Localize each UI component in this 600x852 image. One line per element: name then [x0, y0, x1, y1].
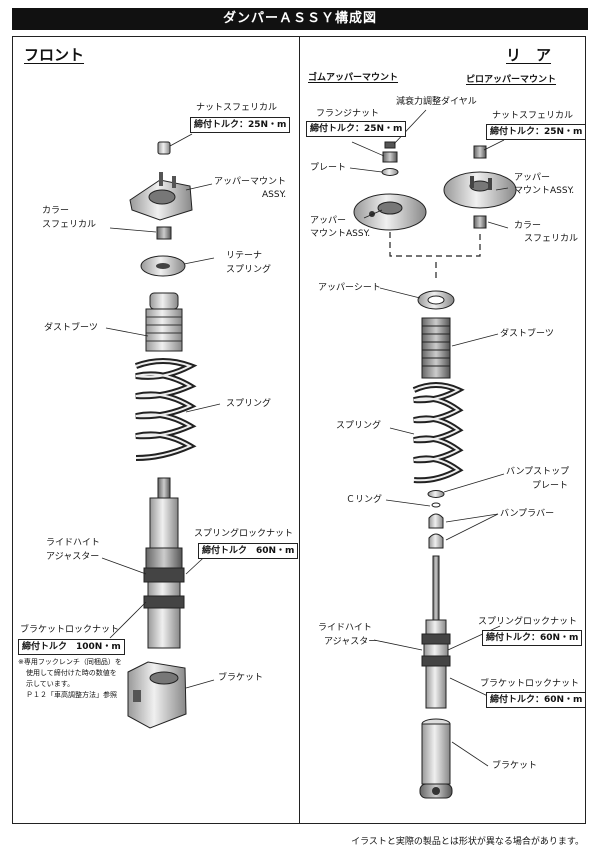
front-bracket [127, 661, 187, 729]
rear-collar [473, 215, 487, 229]
rear-bump-rubber [428, 513, 444, 549]
front-label-bracket: ブラケット [218, 673, 264, 683]
front-label-spring: スプリング [226, 399, 272, 409]
front-label-collar-2: スフェリカル [42, 220, 97, 230]
rear-rubber-mount-title: ゴムアッパーマウント [308, 73, 399, 83]
front-torque-25: 締付トルク：25N・m [190, 117, 291, 133]
rear-label-spring-lock-nut: スプリングロックナット [478, 617, 578, 627]
front-spring-highlight [135, 360, 193, 459]
front-retainer [140, 255, 186, 277]
front-note-line-4: Ｐ１２「車高調整方法」参照 [26, 691, 117, 699]
rear-c-ring [431, 502, 441, 508]
rear-label-flange-nut: フランジナット [316, 109, 380, 119]
rear-torque-25a: 締付トルク：25N・m [306, 121, 407, 137]
rear-torque-60b: 締付トルク：60N・m [486, 692, 587, 708]
front-upper-mount [129, 172, 193, 221]
rear-label-ride-height-1: ライドハイト [318, 623, 372, 633]
rear-mount-bracket-dashes [389, 232, 481, 278]
front-note-line-2: 使用して締付けた時の数値を [26, 669, 117, 677]
rear-label-plate: プレート [310, 163, 347, 173]
rear-heading: リ ア [506, 46, 552, 64]
diagram-frame [12, 36, 586, 824]
rear-torque-25b: 締付トルク：25N・m [486, 124, 587, 140]
rear-label-collar-1: カラー [514, 221, 542, 231]
rear-label-upper-mount-r-2: マウントASSY. [514, 186, 575, 196]
rear-bump-stop-plate [427, 490, 445, 498]
rear-dust-boot [421, 317, 451, 379]
rear-label-bump-rubber: バンプラバー [500, 509, 555, 519]
front-damper-body [143, 477, 185, 649]
page-title: ダンパーＡＳＳＹ構成図 [12, 8, 588, 30]
rear-torque-60a: 締付トルク：60N・m [482, 630, 583, 646]
rear-pillow-upper-mount [443, 171, 517, 209]
rear-label-bracket: ブラケット [492, 761, 538, 771]
rear-label-spring: スプリング [336, 421, 382, 431]
rear-upper-seat [417, 290, 455, 310]
rear-bracket [419, 718, 453, 799]
rear-label-nut-spherical: ナットスフェリカル [492, 111, 574, 121]
rear-label-c-ring: Ｃリング [346, 495, 383, 505]
front-heading: フロント [24, 46, 85, 64]
rear-label-collar-2: スフェリカル [524, 234, 579, 244]
rear-label-upper-seat: アッパーシート [318, 283, 381, 293]
column-divider [299, 37, 300, 823]
footnote: イラストと実際の製品とは形状が異なる場合があります。 [351, 837, 584, 847]
front-label-upper-mount-assy: ASSY. [262, 190, 287, 200]
front-torque-100: 締付トルク 100N・m [18, 639, 125, 655]
front-label-collar-1: カラー [42, 206, 70, 216]
front-note-line-3: 示しています。 [26, 680, 75, 688]
rear-label-upper-mount-l-1: アッパー [310, 216, 347, 226]
rear-rubber-upper-mount [353, 193, 427, 231]
front-label-ride-height-2: アジャスター [46, 552, 100, 562]
front-note-line-1: ※専用フックレンチ（同梱品）を [18, 658, 122, 666]
rear-flange-nut [382, 151, 398, 163]
front-label-dust-boots: ダストブーツ [44, 323, 98, 333]
rear-label-damping-dial: 減衰力調整ダイヤル [396, 97, 477, 107]
rear-damping-dial [384, 141, 396, 149]
rear-label-bump-stop-1: バンプストップ [506, 467, 570, 477]
front-label-upper-mount: アッパーマウント [214, 177, 287, 187]
front-collar [156, 226, 172, 240]
front-label-bracket-lock-nut: ブラケットロックナット [20, 625, 120, 635]
front-label-ride-height-1: ライドハイト [46, 538, 100, 548]
rear-plate [381, 168, 399, 176]
front-dust-boot [145, 292, 183, 352]
rear-label-upper-mount-r-1: アッパー [514, 173, 551, 183]
front-torque-60: 締付トルク 60N・m [198, 543, 299, 559]
rear-label-bump-stop-2: プレート [532, 481, 569, 491]
rear-spring-highlight [413, 384, 461, 482]
rear-damper-body [421, 555, 451, 709]
rear-pillow-mount-title: ピロアッパーマウント [466, 75, 557, 85]
rear-label-bracket-lock-nut: ブラケットロックナット [480, 679, 580, 689]
front-label-spring-lock-nut: スプリングロックナット [194, 529, 294, 539]
rear-label-upper-mount-l-2: マウントASSY. [310, 229, 371, 239]
front-nut-spherical [157, 141, 171, 155]
rear-label-dust-boots: ダストブーツ [500, 329, 554, 339]
rear-pillow-nut [473, 145, 487, 159]
front-label-retainer-1: リテーナ [226, 251, 263, 261]
front-label-retainer-2: スプリング [226, 265, 272, 275]
rear-label-ride-height-2: アジャスター [324, 637, 378, 647]
front-label-nut-spherical: ナットスフェリカル [196, 103, 278, 113]
